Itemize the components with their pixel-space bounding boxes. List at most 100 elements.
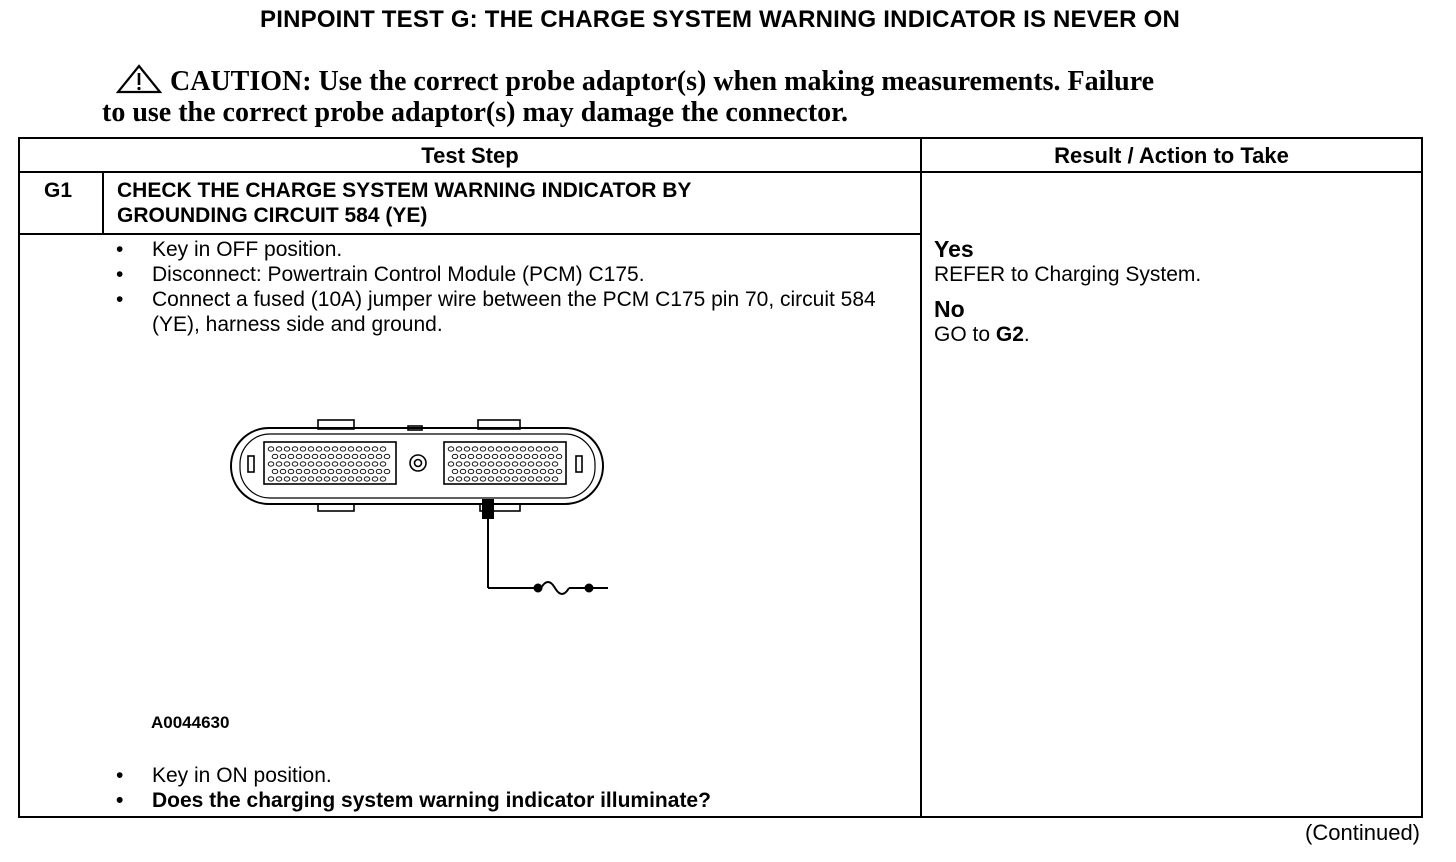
connector-pin (315, 476, 323, 482)
connector-pin (271, 468, 279, 475)
connector-pin (451, 468, 459, 475)
connector-pin (367, 453, 375, 460)
connector-pin (483, 468, 491, 475)
connector-pin (351, 468, 359, 475)
list-item: Key in OFF position. (116, 237, 886, 262)
connector-pin (275, 446, 283, 452)
no-label: No (934, 296, 965, 322)
connector-pin (551, 446, 559, 452)
connector-pin (503, 476, 511, 482)
connector-pin (347, 446, 355, 452)
connector-pin (499, 453, 507, 460)
connector-pin (331, 476, 339, 482)
connector-pin (455, 446, 463, 452)
connector-pin (491, 468, 499, 475)
connector-pin (495, 476, 503, 482)
connector-pin (323, 446, 331, 452)
connector-pin (295, 453, 303, 460)
connector-pin (551, 461, 559, 467)
connector-pin (311, 468, 319, 475)
connector-pin (371, 476, 379, 482)
connector-pin (511, 446, 519, 452)
connector-pin (339, 461, 347, 467)
result-action: Yes REFER to Charging System. No GO to G… (934, 237, 1414, 347)
connector-pin (379, 476, 387, 482)
connector-pin (543, 461, 551, 467)
header-result-action: Result / Action to Take (1054, 143, 1289, 168)
continued-label: (Continued) (1305, 820, 1420, 845)
connector-pin (495, 446, 503, 452)
connector-pin (379, 446, 387, 452)
connector-pin (323, 476, 331, 482)
connector-pin (535, 476, 543, 482)
jumper-wire (482, 499, 608, 595)
no-action-prefix: GO to (934, 323, 996, 346)
connector-pin (355, 461, 363, 467)
center-bolt (409, 454, 427, 472)
list-item: Disconnect: Powertrain Control Module (P… (116, 262, 886, 287)
connector-pin (327, 468, 335, 475)
yes-label: Yes (934, 236, 974, 262)
connector-pin (287, 468, 295, 475)
connector-pin (275, 476, 283, 482)
connector-pin (363, 476, 371, 482)
connector-pin (335, 453, 343, 460)
connector-body (230, 427, 604, 505)
no-action-target[interactable]: G2 (995, 323, 1024, 346)
connector-pin (459, 453, 467, 460)
connector-pin (299, 476, 307, 482)
step-title-line-1: CHECK THE CHARGE SYSTEM WARNING INDICATO… (117, 179, 692, 202)
connector-pin (331, 446, 339, 452)
connector-pin (455, 461, 463, 467)
connector-pin (335, 468, 343, 475)
pin-block-left (263, 441, 397, 485)
connector-pin (279, 453, 287, 460)
no-action-suffix: . (1023, 323, 1030, 346)
connector-pin (547, 468, 555, 475)
test-step-table: Test Step Result / Action to Take G1 CHE… (18, 137, 1423, 818)
connector-pin (267, 476, 275, 482)
connector-pin (515, 468, 523, 475)
connector-pin (379, 461, 387, 467)
page-title: PINPOINT TEST G: THE CHARGE SYSTEM WARNI… (260, 6, 1180, 33)
connector-pin (455, 476, 463, 482)
connector-pin (303, 468, 311, 475)
connector-pin (519, 461, 527, 467)
connector-pin (543, 446, 551, 452)
pcm-connector-jumper-diagram (230, 419, 608, 595)
connector-pin (467, 468, 475, 475)
connector-pin (539, 453, 547, 460)
connector-pin (343, 468, 351, 475)
connector-pin (471, 461, 479, 467)
caution-line-2: to use the correct probe adaptor(s) may … (102, 97, 849, 128)
connector-pin (299, 446, 307, 452)
connector-pin (475, 453, 483, 460)
connector-pin (459, 468, 467, 475)
no-action: GO to G2. (934, 322, 1414, 347)
connector-pin (371, 461, 379, 467)
connector-pin (519, 446, 527, 452)
connector-pin (511, 461, 519, 467)
connector-pin (467, 453, 475, 460)
connector-pin (503, 461, 511, 467)
connector-pin (383, 453, 391, 460)
connector-pin (527, 446, 535, 452)
connector-pin (479, 461, 487, 467)
connector-pin (279, 468, 287, 475)
fuse-icon (540, 581, 570, 595)
warning-triangle-icon (116, 64, 162, 94)
connector-pin (315, 461, 323, 467)
probe-tip-icon (482, 499, 494, 519)
connector-pin (447, 446, 455, 452)
connector-pin (323, 461, 331, 467)
connector-pin (291, 446, 299, 452)
connector-pin (543, 476, 551, 482)
connector-pin (295, 468, 303, 475)
connector-pin (547, 453, 555, 460)
connector-pin (551, 476, 559, 482)
connector-pin (375, 453, 383, 460)
step-id: G1 (44, 179, 73, 202)
connector-pin (527, 476, 535, 482)
yes-action: REFER to Charging System. (934, 263, 1202, 286)
connector-pin (555, 453, 563, 460)
